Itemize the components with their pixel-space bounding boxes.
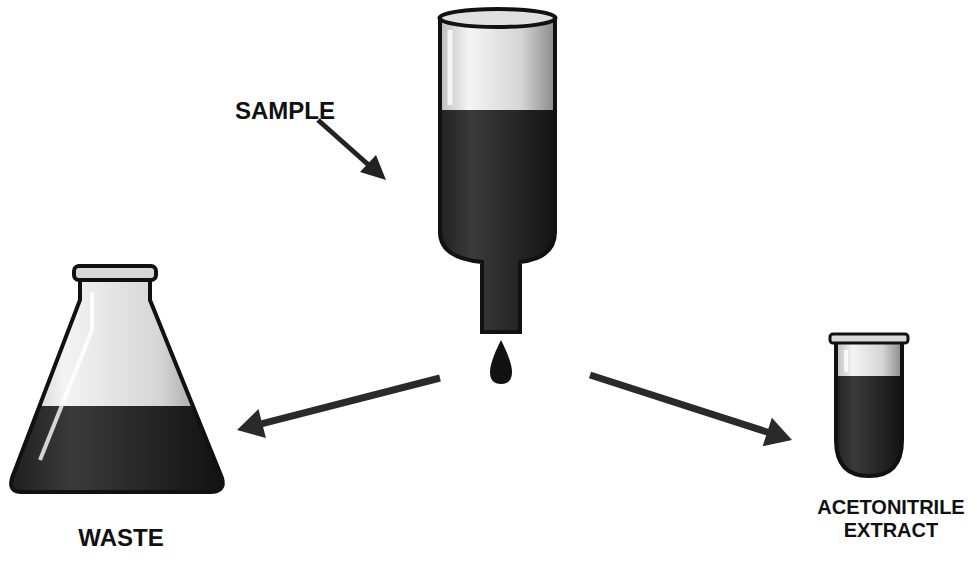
arrow-head bbox=[237, 409, 266, 438]
waste-flask-node: WASTE bbox=[8, 256, 234, 556]
flow-arrow bbox=[590, 375, 792, 446]
node-label: WASTE bbox=[8, 524, 234, 552]
sample-bottle-node: SAMPLE bbox=[215, 5, 560, 390]
leader-arrow bbox=[318, 120, 386, 180]
node-label: SAMPLE bbox=[215, 97, 355, 125]
drop bbox=[490, 340, 512, 384]
flow-arrow bbox=[237, 378, 440, 438]
sample-bottle bbox=[430, 9, 570, 350]
waste-flask bbox=[0, 266, 240, 506]
arrow-shaft bbox=[258, 378, 440, 425]
extract-tube-node: ACETONITRILE EXTRACT bbox=[806, 330, 976, 550]
extract-tube bbox=[830, 334, 910, 486]
arrow-head bbox=[763, 418, 792, 447]
arrow-shaft bbox=[590, 375, 771, 433]
node-label: ACETONITRILE EXTRACT bbox=[806, 496, 976, 542]
